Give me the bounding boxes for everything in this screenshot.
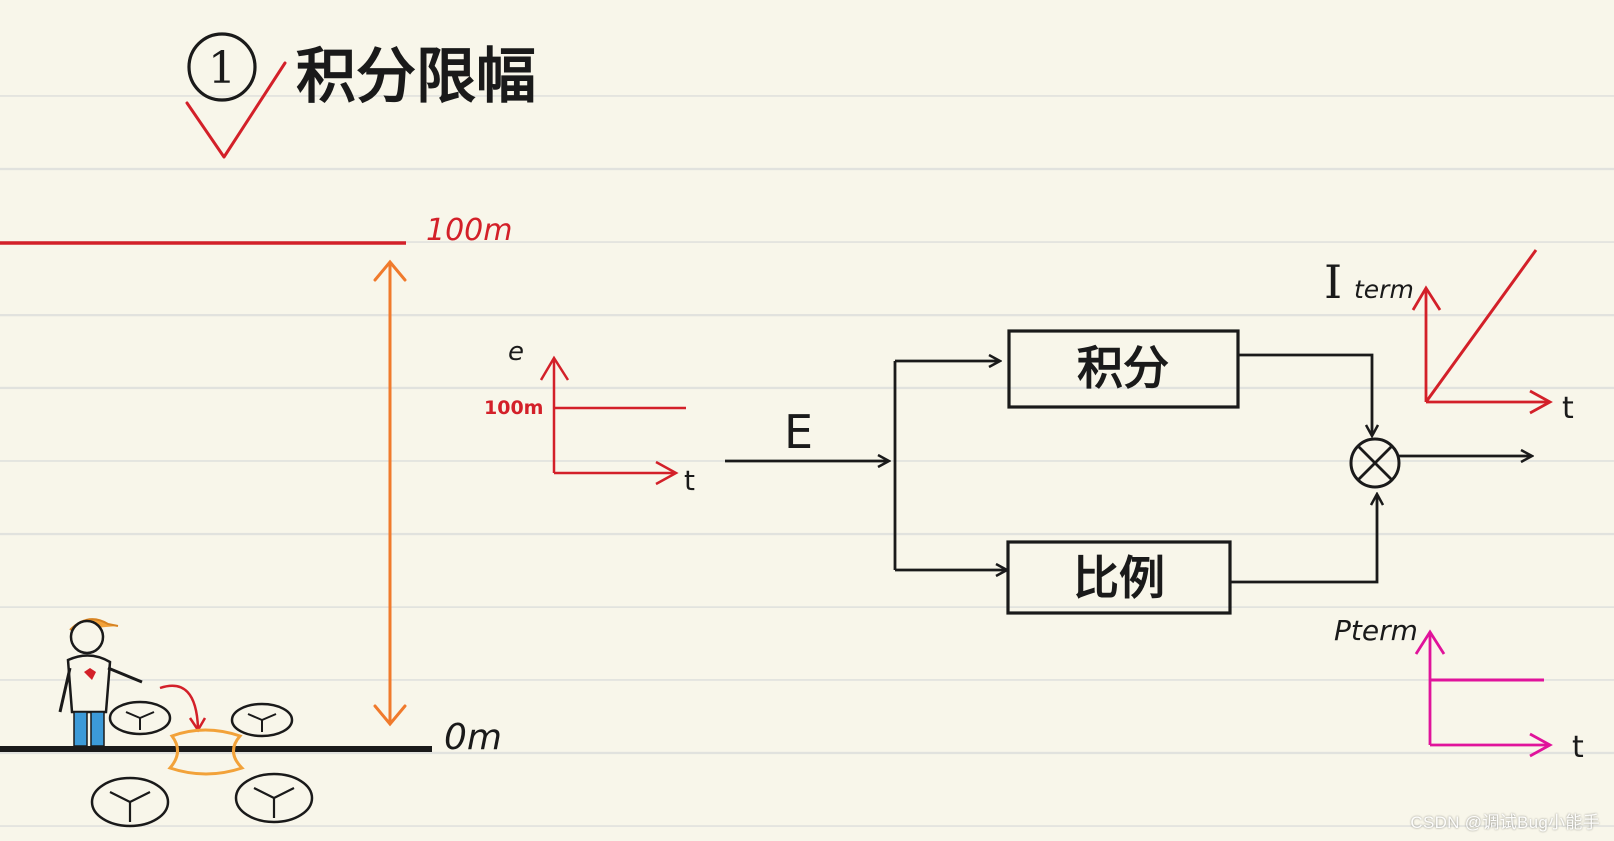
- pterm-y-arrowhead-icon: [1414, 629, 1446, 655]
- red-checkmark-icon: [185, 61, 287, 159]
- iterm-rising-line: [1424, 249, 1538, 403]
- heading-number-circle: [187, 32, 257, 102]
- heading-title: 积分限幅: [296, 42, 536, 112]
- iterm-label-sub: term: [1354, 275, 1414, 304]
- error-y-arrowhead-icon: [539, 355, 570, 381]
- summing-junction-icon: [1349, 437, 1401, 489]
- propeller-icon: [234, 772, 314, 824]
- down-arrowhead-icon: [373, 704, 407, 727]
- input-label: E: [784, 405, 813, 459]
- proportional-output-arrow: [1230, 494, 1377, 584]
- person-arm: [107, 666, 143, 684]
- shirt-logo-icon: [84, 668, 96, 680]
- propeller-blades-icon: [109, 791, 151, 822]
- error-y-label: e: [508, 337, 524, 367]
- block-diagram: E 积分 比例: [725, 329, 1532, 615]
- error-x-arrowhead-icon: [655, 460, 679, 486]
- pterm-plot: Pterm t: [1334, 614, 1584, 765]
- target-altitude-label: 100m: [426, 213, 512, 248]
- pointing-arrow: [159, 684, 200, 729]
- iterm-x-arrowhead-icon: [1529, 389, 1553, 415]
- ground-altitude-label: 0m: [444, 717, 502, 758]
- integral-block: [1007, 329, 1240, 409]
- person-head: [69, 619, 105, 655]
- person-leg-right: [90, 711, 105, 747]
- drone-body: [167, 728, 245, 776]
- person-figure: [58, 618, 207, 747]
- propeller-icon: [230, 702, 294, 738]
- summing-cross-icon: [1357, 445, 1393, 481]
- pterm-label: Pterm: [1334, 614, 1418, 647]
- iterm-y-arrowhead-icon: [1411, 285, 1442, 311]
- error-x-label: t: [684, 464, 695, 497]
- up-arrowhead-icon: [373, 259, 407, 282]
- pterm-x-arrowhead-icon: [1529, 732, 1553, 758]
- person-arm-left: [58, 667, 72, 713]
- pterm-x-label: t: [1572, 730, 1584, 765]
- propeller-icon: [108, 700, 172, 736]
- iterm-plot: I term t: [1324, 249, 1574, 426]
- person-leg-left: [73, 711, 88, 747]
- proportional-block: [1006, 540, 1232, 615]
- integral-output-arrow: [1238, 353, 1372, 436]
- heading-number: 1: [208, 43, 236, 94]
- propeller-blades-icon: [125, 711, 155, 730]
- iterm-x-label: t: [1562, 391, 1574, 426]
- propeller-blades-icon: [253, 787, 295, 818]
- altitude-scene: 100m 0m: [0, 213, 512, 828]
- iterm-label-main: I: [1324, 255, 1342, 309]
- error-value-label: 100m: [484, 397, 543, 419]
- watermark: CSDN @调试Bug小能手: [1410, 813, 1600, 832]
- person-torso: [66, 654, 112, 714]
- heading: 1 积分限幅: [185, 32, 536, 159]
- propeller-blades-icon: [247, 713, 277, 732]
- error-plot: e 100m t: [484, 337, 695, 497]
- drone-icon: [90, 700, 314, 828]
- proportional-block-label: 比例: [1073, 551, 1165, 605]
- propeller-icon: [90, 776, 170, 828]
- integral-block-label: 积分: [1077, 341, 1169, 395]
